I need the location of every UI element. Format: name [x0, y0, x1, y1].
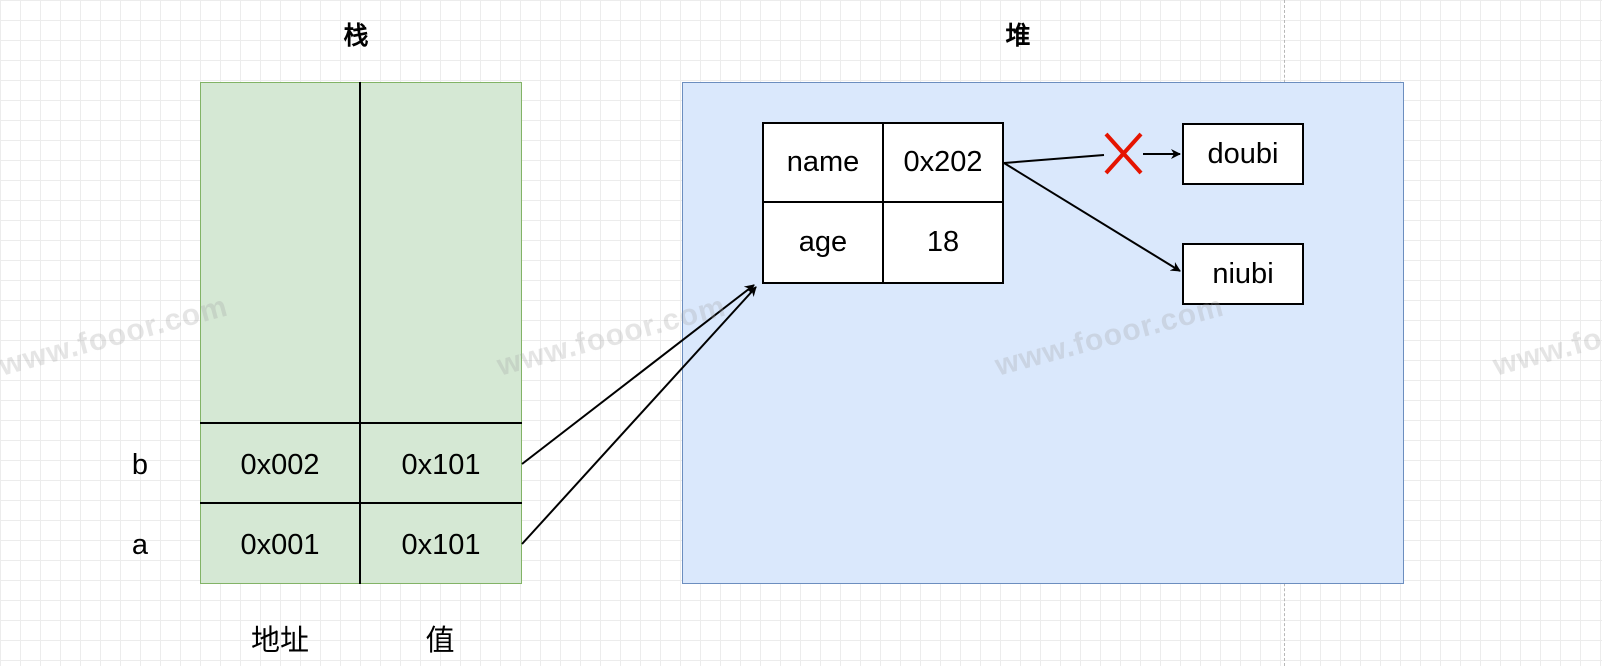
object-key-age: age	[764, 203, 884, 282]
object-value-name: 0x202	[884, 124, 1002, 203]
stack-title: 栈	[343, 22, 369, 50]
stack-row-divider-top	[200, 422, 522, 424]
new-reference-arrow-to-niubi	[1003, 162, 1181, 272]
pointer-arrow-a-to-object	[521, 286, 757, 545]
heap-object-table: name 0x202 age 18	[762, 122, 1004, 284]
stack-footer-value: 值	[425, 625, 455, 657]
object-key-name: name	[764, 124, 884, 203]
stack-region	[200, 82, 522, 584]
stack-column-divider	[359, 82, 361, 584]
stack-value-b: 0x101	[401, 449, 481, 481]
string-doubi-box: doubi	[1182, 123, 1304, 185]
stack-row-divider-middle	[200, 502, 522, 504]
pointer-arrow-b-to-object	[521, 284, 755, 465]
heap-title: 堆	[1005, 22, 1031, 50]
stack-footer-address: 地址	[250, 625, 309, 657]
stack-var-label-b: b	[131, 449, 149, 481]
cross-icon	[1104, 132, 1143, 175]
object-value-age: 18	[926, 226, 960, 258]
string-niubi-box: niubi	[1182, 243, 1304, 305]
old-reference-line	[1003, 154, 1105, 164]
stack-var-label-a: a	[131, 529, 149, 561]
stack-address-a: 0x001	[240, 529, 320, 561]
stack-value-a: 0x101	[401, 529, 481, 561]
stack-address-b: 0x002	[240, 449, 320, 481]
